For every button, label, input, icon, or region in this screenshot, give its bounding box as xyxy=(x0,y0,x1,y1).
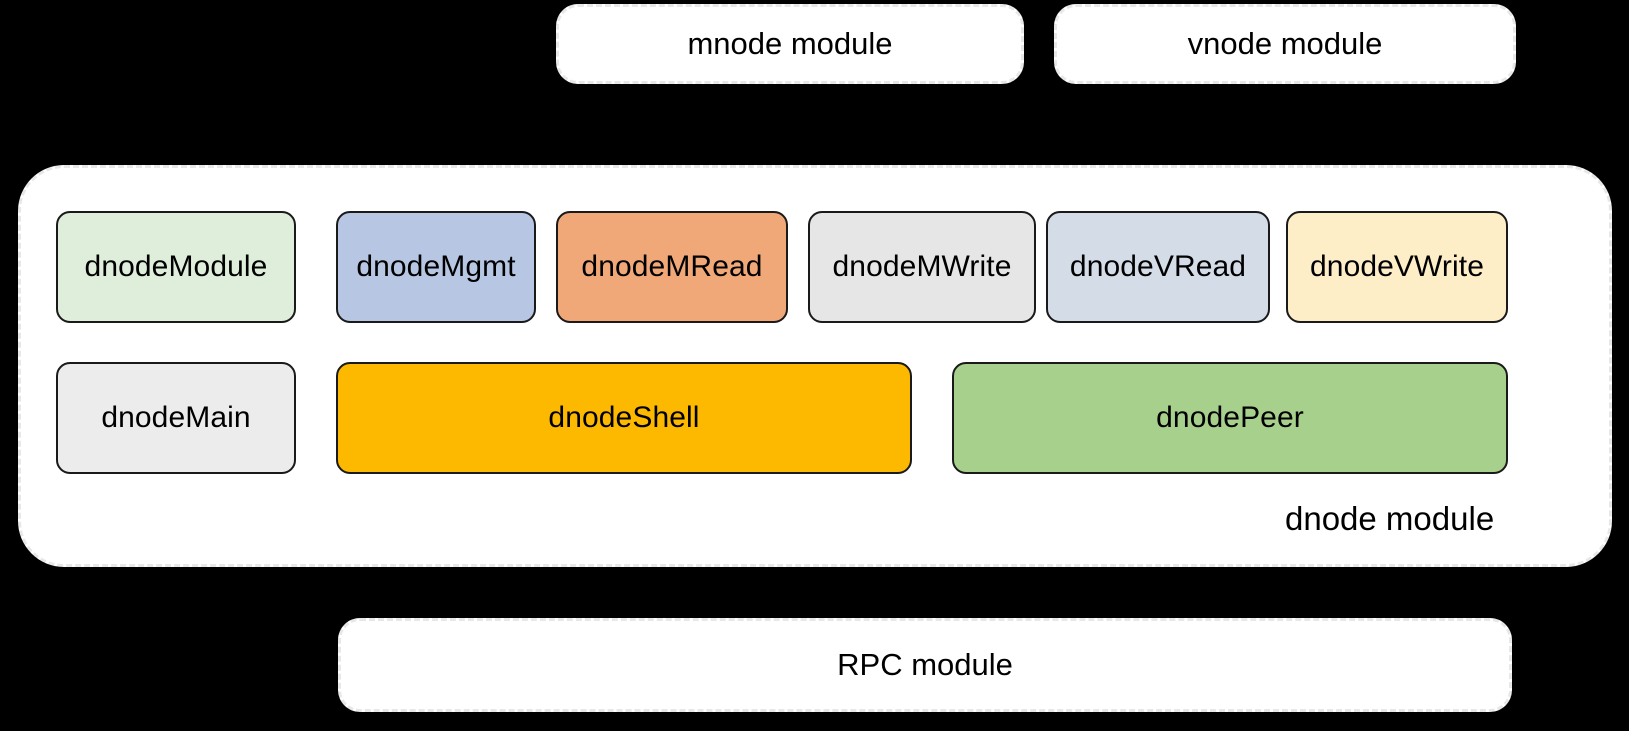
node-label: dnodeMain xyxy=(101,401,251,434)
node-label: dnodePeer xyxy=(1156,401,1304,434)
node-dnodemread[interactable]: dnodeMRead xyxy=(556,211,788,323)
node-label: dnodeMWrite xyxy=(832,250,1012,283)
dnode-module-label: dnode module xyxy=(1285,500,1495,537)
node-dnodepeer[interactable]: dnodePeer xyxy=(952,362,1508,474)
module-box-label: mnode module xyxy=(687,26,893,61)
node-label: dnodeShell xyxy=(548,401,700,434)
node-dnodemgmt[interactable]: dnodeMgmt xyxy=(336,211,536,323)
node-dnodevread[interactable]: dnodeVRead xyxy=(1046,211,1270,323)
node-label: dnodeMRead xyxy=(581,250,763,283)
module-box-label: RPC module xyxy=(837,647,1013,682)
module-box-label: vnode module xyxy=(1187,26,1383,61)
node-label: dnodeMgmt xyxy=(356,250,516,283)
module-box-rpc-module[interactable]: RPC module xyxy=(338,618,1512,712)
node-dnodevwrite[interactable]: dnodeVWrite xyxy=(1286,211,1508,323)
node-dnodemwrite[interactable]: dnodeMWrite xyxy=(808,211,1036,323)
node-label: dnodeVWrite xyxy=(1310,250,1484,283)
node-dnodemain[interactable]: dnodeMain xyxy=(56,362,296,474)
node-dnodemodule[interactable]: dnodeModule xyxy=(56,211,296,323)
module-box-mnode-module[interactable]: mnode module xyxy=(556,4,1024,84)
module-box-vnode-module[interactable]: vnode module xyxy=(1054,4,1516,84)
node-label: dnodeVRead xyxy=(1069,250,1247,283)
node-label: dnodeModule xyxy=(84,250,268,283)
node-dnodeshell[interactable]: dnodeShell xyxy=(336,362,912,474)
